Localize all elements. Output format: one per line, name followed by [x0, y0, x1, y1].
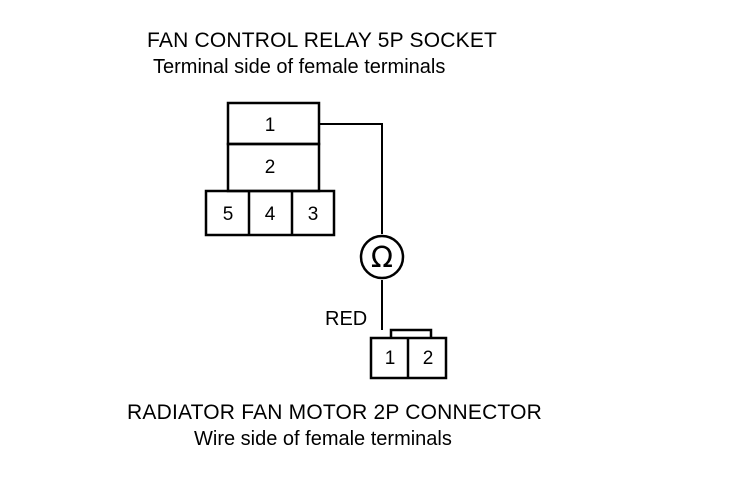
fan-connector-title: RADIATOR FAN MOTOR 2P CONNECTOR [127, 401, 542, 424]
fan-connector [369, 328, 448, 380]
relay-bottom-row [204, 189, 336, 237]
relay-terminal-labels: 1 2 5 4 3 [223, 115, 319, 225]
ohmmeter: Ω [359, 234, 405, 280]
relay-terminal-2-label: 2 [265, 157, 276, 178]
relay-socket-title: FAN CONTROL RELAY 5P SOCKET [147, 29, 498, 52]
relay-terminal-4-label: 4 [265, 204, 276, 225]
wire-upper [319, 123, 383, 234]
relay-terminal-3-label: 3 [308, 204, 319, 225]
fan-terminal-labels: 1 2 [385, 348, 434, 369]
fan-connector-subtitle: Wire side of female terminals [194, 428, 452, 450]
ohmmeter-circle [359, 234, 405, 280]
fan-terminal-2-label: 2 [423, 348, 434, 369]
fan-terminal-1-label: 1 [385, 348, 396, 369]
relay-socket-subtitle: Terminal side of female terminals [153, 56, 446, 78]
wire-color-label: RED [325, 308, 368, 330]
relay-terminal-5-label: 5 [223, 204, 234, 225]
test-lead-wire [319, 123, 383, 330]
ohm-symbol-icon: Ω [371, 240, 393, 274]
relay-terminal-1-label: 1 [265, 115, 276, 136]
connector-lock-tab [389, 328, 433, 338]
